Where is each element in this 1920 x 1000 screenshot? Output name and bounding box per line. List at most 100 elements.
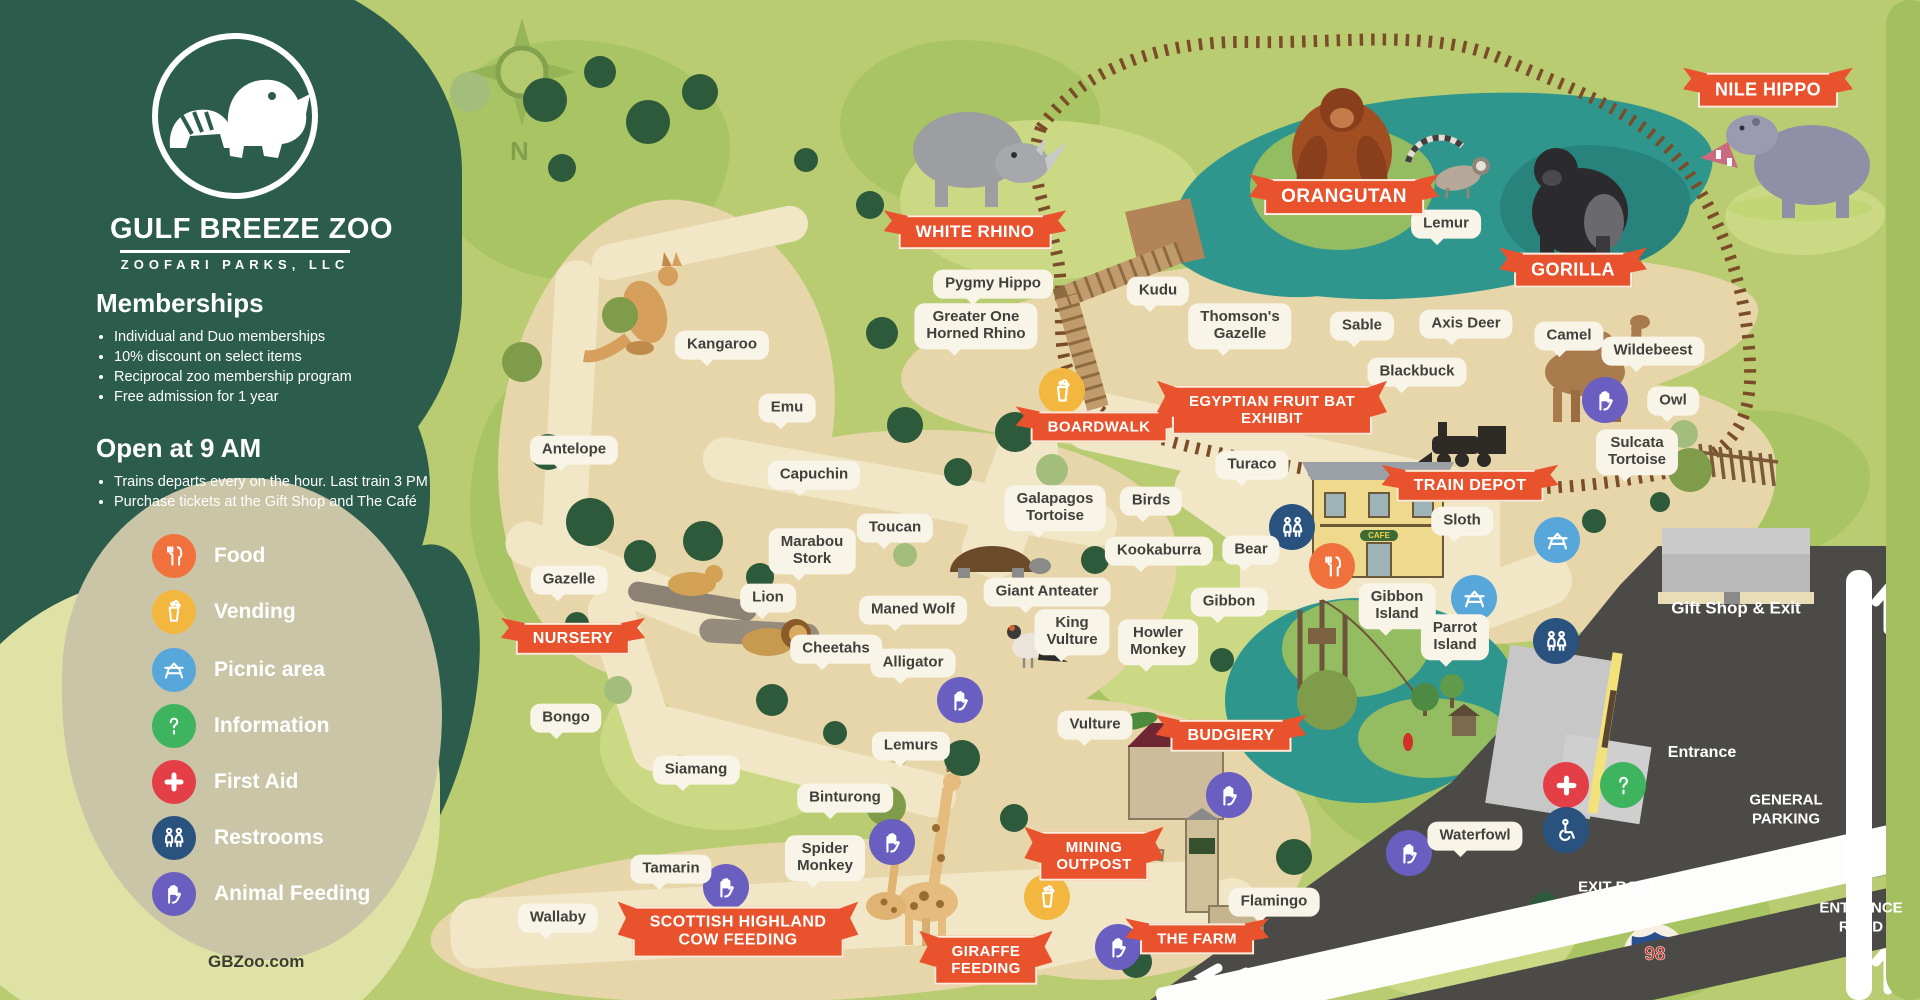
tree xyxy=(823,721,847,745)
map-label-waterfowl: Waterfowl xyxy=(1427,821,1523,851)
info-panel-text: Memberships Individual and Duo membershi… xyxy=(96,288,428,512)
map-label-siamang: Siamang xyxy=(652,755,740,785)
cafe-sign: CAFE xyxy=(1360,530,1398,541)
area-label-exit-road: EXIT ROAD xyxy=(1578,878,1660,896)
tree xyxy=(944,458,972,486)
bullet-item: Trains departs every on the hour. Last t… xyxy=(114,472,456,492)
zoo-name: GULF BREEZE ZOO xyxy=(110,213,393,245)
legend-item-picnic: Picnic area xyxy=(152,648,325,692)
picnic-icon xyxy=(152,648,196,692)
legend-item-vending: Vending xyxy=(152,590,296,634)
fence xyxy=(1697,443,1779,487)
hours-title: Open at 9 AM xyxy=(96,433,262,463)
wheelchair-icon xyxy=(1543,807,1589,853)
white-rhino-art xyxy=(913,112,1068,207)
vending-icon xyxy=(1024,874,1070,920)
zoo-logo-mark xyxy=(152,33,318,199)
map-label-howler-monkey: Howler Monkey xyxy=(1118,619,1198,665)
banner-giraffe-feeding: GIRAFFE FEEDING xyxy=(919,930,1053,985)
boardwalk-ties xyxy=(1052,241,1184,412)
map-label-blackbuck: Blackbuck xyxy=(1367,357,1467,387)
tree xyxy=(523,78,567,122)
map-label-cheetahs: Cheetahs xyxy=(790,634,882,664)
depot-door xyxy=(1366,542,1392,578)
tree xyxy=(624,540,656,572)
area-label-entrance-road: ENTRANCE ROAD xyxy=(1819,899,1903,935)
depot-window xyxy=(1368,492,1390,518)
tree xyxy=(1000,804,1028,832)
banner-ribbon-tail xyxy=(1244,918,1269,942)
tree xyxy=(756,684,788,716)
firstaid-icon xyxy=(1543,762,1589,808)
hours-notes-list: Trains departs every on the hour. Last t… xyxy=(96,472,456,512)
tower-sign xyxy=(1189,838,1215,854)
legend-label: Vending xyxy=(214,600,296,623)
legend-item-info: Information xyxy=(152,704,330,748)
train-art xyxy=(1418,422,1506,467)
feeding-icon xyxy=(937,677,983,723)
map-label-pygmy-hippo: Pygmy Hippo xyxy=(933,269,1053,299)
map-label-toucan: Toucan xyxy=(856,513,934,543)
banner-white-rhino: WHITE RHINO xyxy=(883,210,1067,249)
legend-label: First Aid xyxy=(214,770,299,793)
area-label-general-parking: GENERAL PARKING xyxy=(1749,791,1823,827)
banner-scottish-highland-cow-feeding: SCOTTISH HIGHLAND COW FEEDING xyxy=(617,901,859,958)
website-link: GBZoo.com xyxy=(208,952,305,971)
map-label-kookaburra: Kookaburra xyxy=(1104,536,1214,566)
zoo-subtitle: ZOOFARI PARKS, LLC xyxy=(120,257,350,272)
restrooms-icon xyxy=(1533,618,1579,664)
info-icon xyxy=(1600,762,1646,808)
map-label-turaco: Turaco xyxy=(1215,450,1289,480)
map-label-gazelle: Gazelle xyxy=(530,565,608,595)
gift-shop-door xyxy=(1724,592,1740,604)
firstaid-icon xyxy=(152,760,196,804)
picnic-icon xyxy=(1534,517,1580,563)
map-label-vulture: Vulture xyxy=(1057,710,1133,740)
legend-label: Food xyxy=(214,544,266,567)
memberships-title: Memberships xyxy=(96,288,264,318)
vending-icon xyxy=(1039,368,1085,414)
map-label-giant-anteater: Giant Anteater xyxy=(983,577,1111,607)
map-label-thomson-s-gazelle: Thomson's Gazelle xyxy=(1188,303,1292,349)
map-label-greater-one-horned-rhino: Greater One Horned Rhino xyxy=(914,303,1038,349)
map-label-lion: Lion xyxy=(740,583,796,613)
banner-the-farm: THE FARM xyxy=(1125,918,1269,955)
map-label-sloth: Sloth xyxy=(1431,506,1493,536)
map-label-capuchin: Capuchin xyxy=(767,460,861,490)
bullet-item: 10% discount on select items xyxy=(114,347,426,367)
map-label-binturong: Binturong xyxy=(797,783,893,813)
banner-nursery: NURSERY xyxy=(500,617,646,656)
map-label-bongo: Bongo xyxy=(530,703,602,733)
map-label-parrot-island: Parrot Island xyxy=(1420,614,1490,660)
route-98-label: 98 xyxy=(1644,944,1666,966)
banner-budgiery: BUDGIERY xyxy=(1155,714,1307,753)
membership-benefits-list: Individual and Duo memberships10% discou… xyxy=(96,327,426,407)
nile-hippo-art xyxy=(1700,115,1872,221)
banner-ribbon-tail xyxy=(1125,918,1150,942)
tree xyxy=(683,521,723,561)
map-label-gibbon: Gibbon xyxy=(1190,587,1268,617)
legend-khaki-blob xyxy=(62,478,442,960)
bullet-item: Purchase tickets at the Gift Shop and Th… xyxy=(114,492,456,512)
map-label-galapagos-tortoise: Galapagos Tortoise xyxy=(1004,485,1106,531)
legend-label: Restrooms xyxy=(214,826,324,849)
tree xyxy=(450,72,490,112)
tree xyxy=(1036,454,1068,486)
railroad-track xyxy=(1036,33,1757,496)
parrot-island-art xyxy=(1403,674,1480,751)
tree xyxy=(682,74,718,110)
legend-item-food: Food xyxy=(152,534,265,578)
legend-item-firstaid: First Aid xyxy=(152,760,298,804)
bullet-item: Individual and Duo memberships xyxy=(114,327,426,347)
map-label-axis-deer: Axis Deer xyxy=(1419,309,1513,339)
map-label-wildebeest: Wildebeest xyxy=(1601,336,1705,366)
legend-label: Picnic area xyxy=(214,658,325,681)
lemur-art xyxy=(1405,134,1490,199)
map-label-birds: Birds xyxy=(1119,486,1183,516)
banner-mining-outpost: MINING OUTPOST xyxy=(1024,826,1164,881)
banner-boardwalk: BOARDWALK xyxy=(1015,406,1183,443)
galapagos-tortoise-art xyxy=(950,546,1051,578)
tree xyxy=(604,676,632,704)
map-label-antelope: Antelope xyxy=(529,435,619,465)
